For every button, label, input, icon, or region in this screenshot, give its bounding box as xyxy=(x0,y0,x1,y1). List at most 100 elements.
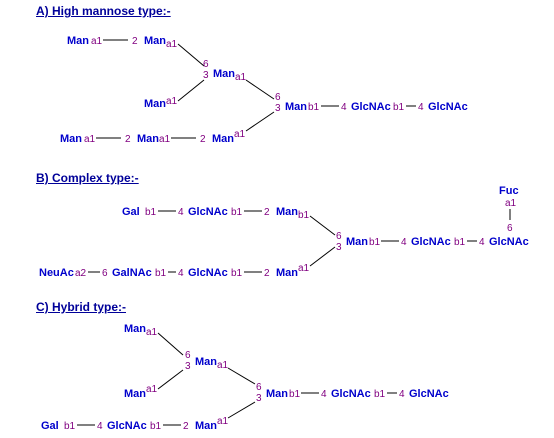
linkage-label: 4 xyxy=(321,389,327,400)
residue: Man xyxy=(266,388,288,400)
linkage-label: a1 xyxy=(84,134,96,145)
linkage-label: a1 xyxy=(217,416,229,427)
linkage-label: 4 xyxy=(178,268,184,279)
residue: Man xyxy=(124,388,146,400)
residue: Man xyxy=(137,133,159,145)
linkage-label: b1 xyxy=(393,102,405,113)
linkage-label: b1 xyxy=(64,421,76,432)
linkage-label: 3 xyxy=(256,393,262,404)
linkage-label: b1 xyxy=(231,268,243,279)
linkage-label: a2 xyxy=(75,268,87,279)
residue: Man xyxy=(346,236,368,248)
linkage-label: b1 xyxy=(298,210,310,221)
residue: GlcNAc xyxy=(409,388,449,400)
residue: GlcNAc xyxy=(489,236,529,248)
residue: Man xyxy=(276,267,298,279)
linkage-label: 4 xyxy=(418,102,424,113)
bond-line xyxy=(177,43,205,67)
section-b-heading: B) Complex type:- xyxy=(36,171,139,185)
residue: GlcNAc xyxy=(411,236,451,248)
residue: GlcNAc xyxy=(428,101,468,113)
linkage-label: a1 xyxy=(217,360,229,371)
linkage-label: 4 xyxy=(399,389,405,400)
linkage-label: b1 xyxy=(374,389,386,400)
linkage-label: 3 xyxy=(336,242,342,253)
residue: Fuc xyxy=(499,185,519,197)
linkage-label: b1 xyxy=(145,207,157,218)
linkage-label: 6 xyxy=(102,268,108,279)
bond-line xyxy=(309,215,336,236)
linkage-label: a1 xyxy=(298,263,310,274)
linkage-label: 4 xyxy=(178,207,184,218)
section-a-heading: A) High mannose type:- xyxy=(36,4,171,18)
bond-line xyxy=(157,332,184,356)
linkage-label: 3 xyxy=(185,361,191,372)
linkage-label: a1 xyxy=(146,384,158,395)
linkage-label: 4 xyxy=(97,421,103,432)
linkage-label: 3 xyxy=(203,70,209,81)
bond-line xyxy=(227,401,256,419)
linkage-label: 6 xyxy=(507,223,513,234)
residue: GlcNAc xyxy=(351,101,391,113)
linkage-label: a1 xyxy=(235,72,247,83)
linkage-label: 2 xyxy=(264,207,270,218)
bond-line xyxy=(157,369,184,390)
linkage-label: 2 xyxy=(264,268,270,279)
residue: Man xyxy=(144,35,166,47)
residue: Gal xyxy=(122,206,140,218)
residue: GlcNAc xyxy=(331,388,371,400)
residue: Man xyxy=(285,101,307,113)
residue: Man xyxy=(212,133,234,145)
residue: Man xyxy=(213,68,235,80)
hybrid-structure: Man a1 6 3 Man a1 Man a1 6 3 Man b1 4 Gl… xyxy=(41,323,449,432)
linkage-label: b1 xyxy=(231,207,243,218)
linkage-label: 4 xyxy=(479,237,485,248)
linkage-label: 6 xyxy=(256,382,262,393)
linkage-label: a1 xyxy=(166,96,178,107)
bond-line xyxy=(245,79,275,100)
bond-line xyxy=(177,79,205,102)
linkage-label: b1 xyxy=(150,421,162,432)
residue: Man xyxy=(67,35,89,47)
high-mannose-structure: Man a1 2 Man a1 6 3 Man a1 Man a1 6 3 Ma… xyxy=(60,35,468,145)
residue: Man xyxy=(60,133,82,145)
linkage-label: a1 xyxy=(159,134,171,145)
linkage-label: b1 xyxy=(308,102,320,113)
residue: GlcNAc xyxy=(188,206,228,218)
linkage-label: a1 xyxy=(146,327,158,338)
linkage-label: 2 xyxy=(132,36,138,47)
linkage-label: b1 xyxy=(369,237,381,248)
residue: Man xyxy=(144,98,166,110)
linkage-label: a1 xyxy=(91,36,103,47)
bond-line xyxy=(227,367,256,385)
linkage-label: 4 xyxy=(401,237,407,248)
linkage-label: 3 xyxy=(275,103,281,114)
linkage-label: a1 xyxy=(166,39,178,50)
linkage-label: 6 xyxy=(203,59,209,70)
linkage-label: b1 xyxy=(289,389,301,400)
residue: Gal xyxy=(41,420,59,432)
residue: NeuAc xyxy=(39,267,74,279)
linkage-label: b1 xyxy=(454,237,466,248)
linkage-label: 4 xyxy=(341,102,347,113)
bond-line xyxy=(309,246,336,267)
residue: Man xyxy=(276,206,298,218)
linkage-label: 2 xyxy=(200,134,206,145)
linkage-label: 6 xyxy=(275,92,281,103)
linkage-label: 2 xyxy=(125,134,131,145)
residue: Man xyxy=(124,323,146,335)
residue: Man xyxy=(195,356,217,368)
linkage-label: b1 xyxy=(155,268,167,279)
residue: GlcNAc xyxy=(107,420,147,432)
linkage-label: 6 xyxy=(336,231,342,242)
residue: GalNAc xyxy=(112,267,152,279)
bond-line xyxy=(245,111,275,132)
residue: Man xyxy=(195,420,217,432)
section-c-heading: C) Hybrid type:- xyxy=(36,300,126,314)
linkage-label: 6 xyxy=(185,350,191,361)
complex-structure: Gal b1 4 GlcNAc b1 2 Man b1 6 3 Man b1 4… xyxy=(39,185,529,279)
residue: GlcNAc xyxy=(188,267,228,279)
linkage-label: a1 xyxy=(234,129,246,140)
